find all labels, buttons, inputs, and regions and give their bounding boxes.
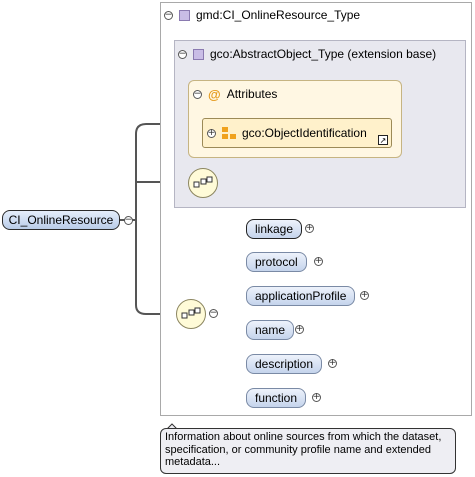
element-protocol[interactable]: protocol [246,252,307,272]
complex-type-name: gmd:CI_OnlineResource_Type [196,8,361,22]
element-description[interactable]: description [246,354,323,374]
element-function[interactable]: function [246,388,307,408]
element-name[interactable]: name [246,320,295,340]
collapse-icon[interactable]: − [193,88,202,99]
complex-type-icon [179,9,190,21]
jump-to-definition-icon[interactable]: ↗ [378,135,388,145]
attribute-group-icon [222,127,236,139]
expand-icon[interactable]: + [328,358,337,368]
element-applicationprofile[interactable]: applicationProfile [246,286,356,306]
documentation-tooltip: Information about online sources from wh… [160,428,456,474]
attribute-group-name: gco:ObjectIdentification [242,126,367,140]
expand-icon[interactable]: + [314,256,323,266]
extension-header: − gco:AbstractObject_Type (extension bas… [178,45,436,63]
element-linkage[interactable]: linkage [246,219,303,239]
root-element[interactable]: CI_OnlineResource [2,210,120,230]
expand-icon[interactable]: + [312,392,321,402]
attribute-icon: @ [208,86,221,102]
extension-name: gco:AbstractObject_Type (extension base) [210,47,437,61]
collapse-icon[interactable]: − [178,48,187,59]
collapse-icon[interactable]: − [124,215,133,225]
attribute-group-item[interactable]: + gco:ObjectIdentification ↗ [202,118,392,148]
collapse-icon[interactable]: − [164,9,173,20]
complex-type-header: − gmd:CI_OnlineResource_Type [164,6,360,24]
attributes-label: Attributes [226,87,278,101]
sequence-icon[interactable] [188,168,218,198]
attributes-header: − @ Attributes [193,86,277,102]
expand-icon[interactable]: + [360,290,369,300]
expand-icon[interactable]: + [305,223,314,233]
expand-icon[interactable]: + [207,127,216,138]
sequence-icon[interactable] [176,299,206,329]
collapse-icon[interactable]: − [209,308,218,318]
expand-icon[interactable]: + [295,324,304,334]
complex-type-icon [193,48,204,60]
